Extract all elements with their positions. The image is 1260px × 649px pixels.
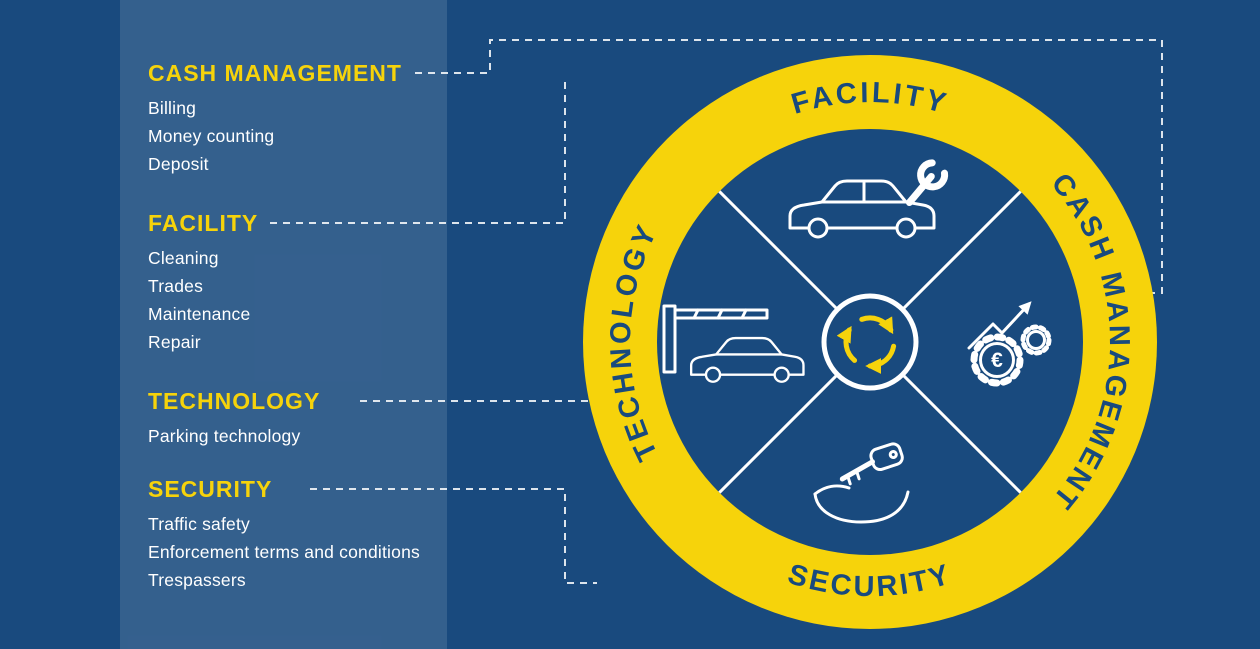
list-item: Repair [148, 332, 201, 352]
circular-arrows-icon [821, 293, 919, 391]
section-security: SECURITY Traffic safety Enforcement term… [148, 474, 488, 594]
list-item: Money counting [148, 126, 275, 146]
list-item: Maintenance [148, 304, 251, 324]
svg-text:SECURITY: SECURITY [784, 558, 956, 603]
section-title-facility: FACILITY [148, 210, 259, 236]
car-service-icon [788, 159, 949, 239]
list-item: Billing [148, 98, 197, 118]
wrench-icon [905, 159, 949, 207]
section-items: Traffic safety Enforcement terms and con… [148, 510, 488, 594]
parking-barrier-icon [662, 304, 805, 383]
svg-text:TECHNOLOGY: TECHNOLOGY [605, 218, 665, 465]
car-icon [689, 336, 805, 383]
section-cash-management: CASH MANAGEMENT Billing Money counting D… [148, 58, 488, 178]
ring-label-technology: TECHNOLOGY [605, 218, 662, 465]
section-technology: TECHNOLOGY Parking technology [148, 386, 488, 450]
list-item: Trades [148, 276, 204, 296]
ring-label-security: SECURITY [784, 558, 953, 603]
euro-symbol: € [991, 349, 1003, 372]
section-items: Billing Money counting Deposit [148, 94, 488, 178]
section-title-technology: TECHNOLOGY [148, 388, 321, 414]
connector-cash-management [415, 39, 1163, 294]
list-item: Parking technology [148, 426, 301, 446]
quadrant-divider-lines [718, 190, 1022, 494]
section-items: Parking technology [148, 422, 488, 450]
section-title-security: SECURITY [148, 476, 273, 502]
finance-gears-icon: € [967, 301, 1052, 387]
wheel-yellow-ring [583, 55, 1157, 629]
list-item: Cleaning [148, 248, 219, 268]
section-facility: FACILITY Cleaning Trades Maintenance Rep… [148, 208, 488, 356]
svg-text:CASH MANAGEMENT: CASH MANAGEMENT [1045, 168, 1135, 517]
section-title-cash-management: CASH MANAGEMENT [148, 60, 402, 86]
key-in-hand-icon [813, 442, 910, 524]
key-icon [839, 442, 904, 486]
svg-text:FACILITY: FACILITY [788, 77, 952, 121]
growth-arrow-icon [967, 301, 1032, 350]
list-item: Enforcement terms and conditions [148, 542, 420, 562]
wheel-inner-disc [657, 129, 1083, 555]
section-items: Cleaning Trades Maintenance Repair [148, 244, 488, 356]
list-item: Traffic safety [148, 514, 250, 534]
ring-label-facility: FACILITY [788, 77, 949, 121]
sidebar: CASH MANAGEMENT Billing Money counting D… [148, 58, 488, 594]
ring-label-cash-management: CASH MANAGEMENT [1045, 168, 1132, 517]
list-item: Trespassers [148, 570, 246, 590]
gear-teeth-large [970, 333, 1024, 387]
list-item: Deposit [148, 154, 209, 174]
hand-icon [813, 490, 910, 524]
gear-teeth-small [1020, 324, 1052, 356]
service-wheel: FACILITY CASH MANAGEMENT SECURITY TECHNO… [583, 55, 1157, 629]
